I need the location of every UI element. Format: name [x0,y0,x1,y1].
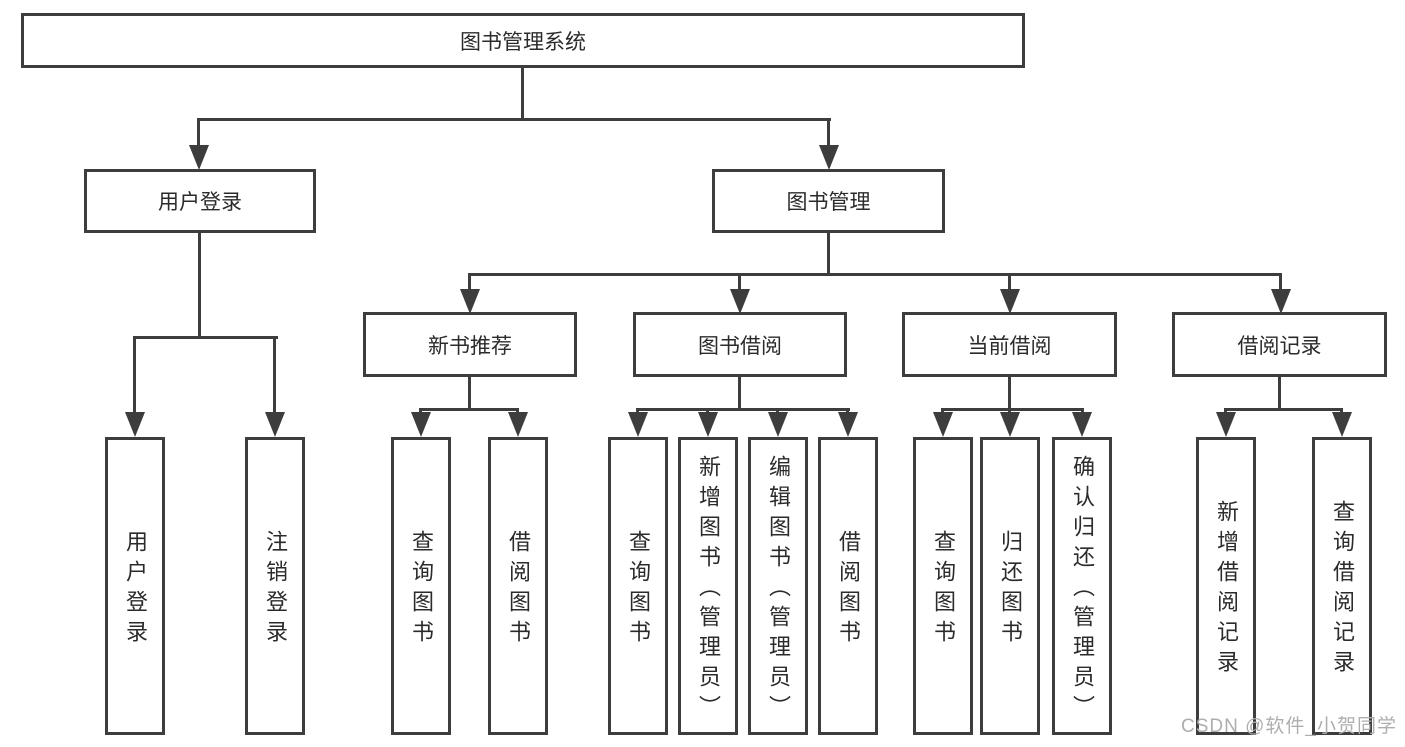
node-user-login: 用户登录 [84,169,316,233]
connector-line [197,118,200,150]
connector-line [468,273,471,292]
connector-line [419,408,519,411]
leaf-add-books-admin: 新增图书（管理员） [678,437,738,735]
connector-line [1279,273,1282,292]
connector-line [738,273,741,292]
leaf-borrow-books-recommend: 借阅图书 [488,437,548,735]
arrow-down-icon [768,412,788,437]
leaf-borrow-books-recommend-label: 借阅图书 [506,530,531,650]
arrow-down-icon [1072,412,1092,437]
arrow-down-icon [460,289,480,314]
arrow-down-icon [933,412,953,437]
node-new-book-recommendation: 新书推荐 [363,312,577,377]
leaf-confirm-return-admin-label: 确认归还（管理员） [1070,455,1095,725]
leaf-borrow-books-borrowing-label: 借阅图书 [836,530,861,650]
leaf-borrow-books-borrowing: 借阅图书 [818,437,878,735]
arrow-down-icon [819,145,839,170]
connector-line [133,336,136,414]
arrow-down-icon [1271,289,1291,314]
connector-line [827,233,830,275]
node-new-book-recommendation-label: 新书推荐 [428,334,512,358]
connector-line [738,377,741,410]
leaf-user-login: 用户登录 [105,437,165,735]
node-book-borrowing: 图书借阅 [633,312,847,377]
leaf-logout: 注销登录 [245,437,305,735]
leaf-edit-books-admin: 编辑图书（管理员） [748,437,808,735]
leaf-query-books-recommend: 查询图书 [391,437,451,735]
connector-line [1224,408,1343,411]
leaf-add-borrow-record: 新增借阅记录 [1196,437,1256,735]
leaf-confirm-return-admin: 确认归还（管理员） [1052,437,1112,735]
leaf-return-books-label: 归还图书 [998,530,1023,650]
node-root: 图书管理系统 [21,13,1025,68]
arrow-down-icon [508,412,528,437]
node-root-label: 图书管理系统 [460,30,586,54]
connector-line [1008,273,1011,292]
leaf-return-books: 归还图书 [980,437,1040,735]
leaf-user-login-label: 用户登录 [123,530,148,650]
node-current-borrowing-label: 当前借阅 [967,334,1052,358]
connector-line [197,118,831,121]
arrow-down-icon [838,412,858,437]
leaf-query-books-current-label: 查询图书 [931,530,956,650]
leaf-logout-label: 注销登录 [263,530,288,650]
connector-line [133,336,278,339]
arrow-down-icon [411,412,431,437]
connector-line [521,68,524,120]
arrow-down-icon [1000,289,1020,314]
connector-line [1278,377,1281,410]
arrow-down-icon [125,412,145,437]
leaf-add-books-admin-label: 新增图书（管理员） [696,455,721,725]
connector-line [636,408,850,411]
leaf-add-borrow-record-label: 新增借阅记录 [1214,500,1239,680]
node-borrowing-records-label: 借阅记录 [1237,334,1322,358]
leaf-query-borrow-record: 查询借阅记录 [1312,437,1372,735]
leaf-query-books-borrowing-label: 查询图书 [626,530,651,650]
connector-line [827,118,830,150]
arrow-down-icon [265,412,285,437]
arrow-down-icon [730,289,750,314]
arrow-down-icon [1000,412,1020,437]
connector-line [468,273,1282,276]
arrow-down-icon [698,412,718,437]
leaf-edit-books-admin-label: 编辑图书（管理员） [766,455,791,725]
node-borrowing-records: 借阅记录 [1172,312,1387,377]
arrow-down-icon [189,145,209,170]
connector-line [273,336,276,414]
leaf-query-books-current: 查询图书 [913,437,973,735]
arrow-down-icon [628,412,648,437]
arrow-down-icon [1216,412,1236,437]
leaf-query-books-recommend-label: 查询图书 [409,530,434,650]
connector-line [468,377,471,410]
arrow-down-icon [1332,412,1352,437]
node-book-management: 图书管理 [712,169,945,233]
leaf-query-borrow-record-label: 查询借阅记录 [1330,500,1355,680]
leaf-query-books-borrowing: 查询图书 [608,437,668,735]
watermark: CSDN @软件_小贺同学 [1181,716,1397,737]
connector-line [1008,377,1011,410]
node-book-borrowing-label: 图书借阅 [698,334,782,358]
node-book-management-label: 图书管理 [786,191,871,214]
connector-line [941,408,1084,411]
node-user-login-label: 用户登录 [158,191,242,214]
connector-line [198,233,201,338]
node-current-borrowing: 当前借阅 [902,312,1117,377]
